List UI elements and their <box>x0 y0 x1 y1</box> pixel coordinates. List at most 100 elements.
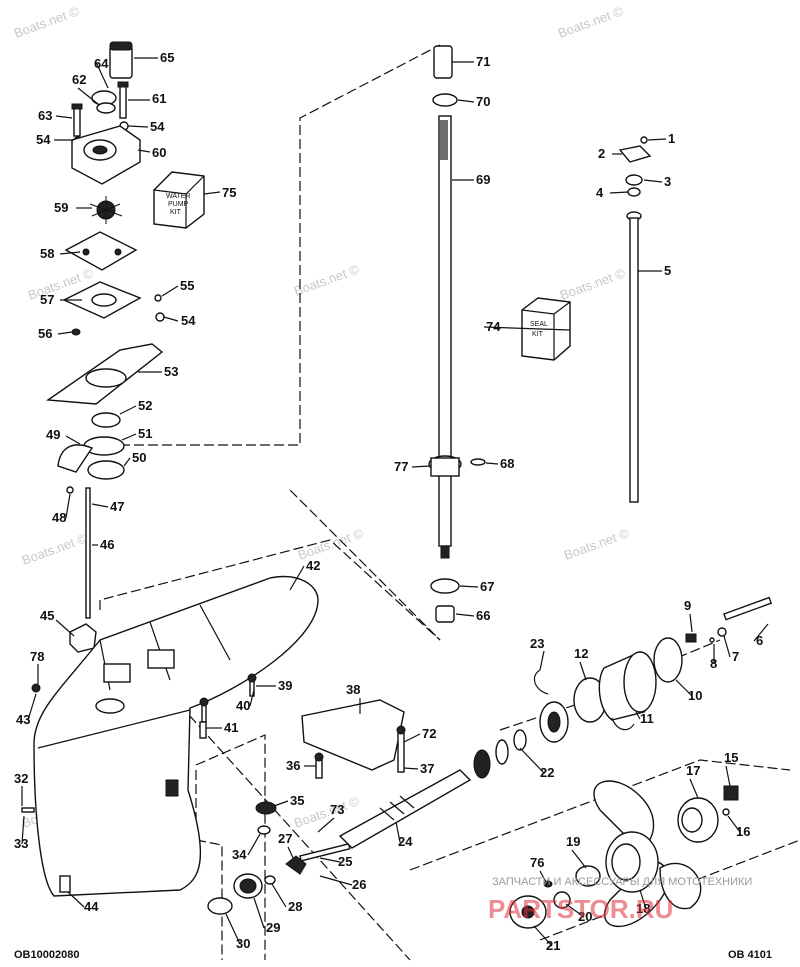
part-66-bushing <box>435 605 455 623</box>
leader-line <box>77 87 99 105</box>
part-label-29: 29 <box>266 920 280 935</box>
watermark-text: Boats.net © <box>562 525 632 563</box>
water-pump-kit-box: WATER PUMP KIT <box>153 171 205 229</box>
leader-line <box>95 61 109 89</box>
part-23-ring <box>533 669 549 695</box>
part-38-trim-tab <box>301 699 405 771</box>
part-label-78: 78 <box>30 649 44 664</box>
part-label-25: 25 <box>338 854 352 869</box>
leader-line <box>639 889 647 910</box>
part-label-41: 41 <box>224 720 238 735</box>
leader-line <box>571 849 587 869</box>
leader-line <box>121 433 137 441</box>
part-label-70: 70 <box>476 94 490 109</box>
leader-line <box>65 493 71 519</box>
part-label-45: 45 <box>40 608 54 623</box>
part-3 <box>625 174 643 186</box>
shift-rod-assembly <box>618 136 652 503</box>
part-label-56: 56 <box>38 326 52 341</box>
part-label-68: 68 <box>500 456 514 471</box>
part-label-28: 28 <box>288 899 302 914</box>
leader-line <box>123 457 131 467</box>
part-label-7: 7 <box>732 649 739 664</box>
part-label-5: 5 <box>664 263 671 278</box>
leader-line <box>459 585 479 588</box>
part-76 <box>543 880 553 888</box>
part-label-30: 30 <box>236 936 250 951</box>
part-label-8: 8 <box>710 656 717 671</box>
part-label-58: 58 <box>40 246 54 261</box>
part-8 <box>709 637 715 643</box>
part-label-42: 42 <box>306 558 320 573</box>
part-58-plate <box>64 231 138 271</box>
part-label-22: 22 <box>540 765 554 780</box>
part-35-gear <box>255 801 277 815</box>
leader-line <box>127 125 149 128</box>
leader-line <box>579 661 587 681</box>
part-51-o-ring <box>83 436 125 456</box>
leader-line <box>203 191 221 195</box>
part-25-pin <box>299 843 351 862</box>
watermark-text: Boats.net © <box>20 530 90 568</box>
part-45-bracket <box>69 623 97 653</box>
part-28 <box>264 875 276 885</box>
leader-line <box>485 462 499 465</box>
leader-line <box>287 846 295 861</box>
water-pump-assembly <box>31 41 165 693</box>
part-label-49: 49 <box>46 427 60 442</box>
leader-line <box>21 815 25 845</box>
leader-line <box>247 833 261 856</box>
part-label-24: 24 <box>398 834 413 849</box>
part-label-66: 66 <box>476 608 490 623</box>
part-24-propeller-shaft <box>338 769 472 849</box>
leader-line <box>57 331 73 335</box>
leader-line <box>59 251 81 255</box>
shop-watermark: ЗАПЧАСТИ И АКСЕССУАРЫ ДЛЯ МОТОТЕХНИКИ PA… <box>488 876 752 924</box>
part-label-19: 19 <box>566 834 580 849</box>
leader-line <box>689 778 699 799</box>
part-label-27: 27 <box>278 831 292 846</box>
part-label-2: 2 <box>598 146 605 161</box>
part-62-seal <box>96 102 116 114</box>
gearcase-housing <box>33 576 319 897</box>
part-70-seal <box>432 93 458 107</box>
part-label-23: 23 <box>530 636 544 651</box>
part-71-bushing <box>433 45 453 79</box>
leader-line <box>91 503 109 508</box>
part-5-shift-rod <box>629 217 639 503</box>
leader-line <box>675 679 693 697</box>
part-label-50: 50 <box>132 450 146 465</box>
part-label-32: 32 <box>14 771 28 786</box>
part-label-15: 15 <box>724 750 738 765</box>
leader-line <box>643 179 663 183</box>
leader-line <box>119 405 137 415</box>
part-label-76: 76 <box>530 855 544 870</box>
part-59-impeller <box>89 196 123 224</box>
leader-line <box>647 138 667 141</box>
part-67-shim <box>430 578 460 594</box>
part-label-44: 44 <box>84 899 99 914</box>
leader-line <box>483 326 571 331</box>
leader-line <box>403 767 419 770</box>
part-label-43: 43 <box>16 712 30 727</box>
leader-lines <box>21 57 769 947</box>
part-37-screw <box>397 731 405 773</box>
part-label-55: 55 <box>180 278 194 293</box>
part-label-54: 54 <box>150 119 165 134</box>
leader-line <box>533 925 553 947</box>
part-label-26: 26 <box>352 877 366 892</box>
part-label-67: 67 <box>480 579 494 594</box>
leader-line <box>689 613 693 633</box>
part-label-10: 10 <box>688 688 702 703</box>
water-pump-kit-label-line3: KIT <box>170 209 182 216</box>
part-9 <box>685 633 697 643</box>
part-label-52: 52 <box>138 398 152 413</box>
part-10-o-ring <box>653 637 683 683</box>
part-54 <box>155 312 165 322</box>
part-label-72: 72 <box>422 726 436 741</box>
part-46-shift-rod <box>85 487 91 619</box>
part-label-33: 33 <box>14 836 28 851</box>
